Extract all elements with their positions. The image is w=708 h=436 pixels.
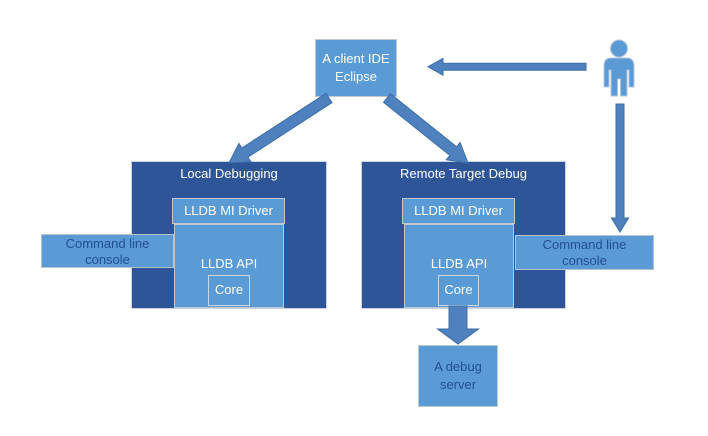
command-line-console-left: Command line console [41,234,174,268]
local-lldb-api-label: LLDB API [200,256,258,271]
debug-server-box: A debug server [418,345,498,407]
remote-lldb-api-label: LLDB API [430,256,488,271]
console-right-line2: console [562,253,607,268]
remote-lldb-mi-driver-box: LLDB MI Driver [402,198,515,224]
console-right-line1: Command line [542,237,627,252]
console-left-line1: Command line [65,236,150,251]
debug-server-line1: A debug [434,359,482,374]
local-lldb-mi-driver-box: LLDB MI Driver [172,198,285,224]
arrow-ide-to-remote [382,92,469,164]
debug-server-line2: server [439,377,477,392]
arrow-core-to-debug-server [435,305,481,345]
client-ide-line1: A client IDE [322,51,390,66]
remote-target-debug-title: Remote Target Debug [400,166,527,181]
client-ide-line2: Eclipse [335,69,377,84]
arrow-person-to-console [610,103,630,233]
remote-core-box: Core [438,275,479,306]
command-line-console-right: Command line console [515,235,654,270]
person-icon [603,39,635,97]
console-left-line2: console [85,252,130,267]
local-core-box: Core [208,275,250,306]
arrow-person-to-ide [426,57,587,77]
client-ide-box: A client IDE Eclipse [315,39,397,97]
arrow-ide-to-local [228,92,333,164]
local-debugging-title: Local Debugging [180,166,278,181]
